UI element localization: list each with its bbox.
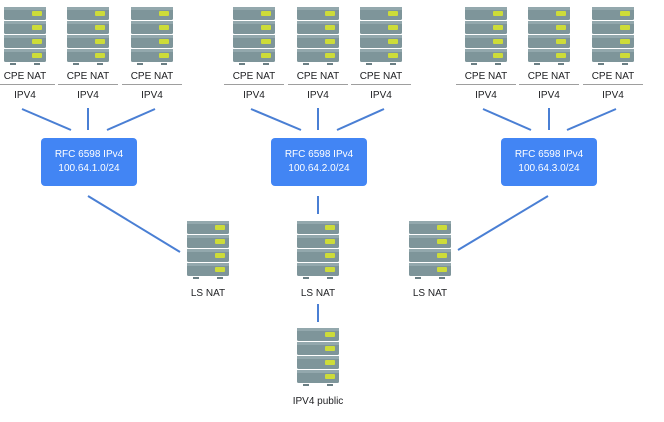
- server-icon: [131, 7, 173, 65]
- server-icon: [409, 221, 451, 279]
- server-icon: [67, 7, 109, 65]
- cpe-nat-label: CPE NAT: [58, 71, 118, 85]
- ls-nat-label: LS NAT: [300, 288, 336, 299]
- server-icon: [187, 221, 229, 279]
- ipv4-label: IPV4: [475, 90, 497, 101]
- rfc6598-subnet-box: RFC 6598 IPv4 100.64.3.0/24: [501, 138, 597, 186]
- cpe-link-line: [482, 108, 532, 131]
- cpe-server: [528, 7, 570, 65]
- cpe-server: [465, 7, 507, 65]
- ipv4-label: IPV4: [370, 90, 392, 101]
- server-icon: [465, 7, 507, 65]
- box-to-lsnat-line: [87, 195, 181, 253]
- rfc-subnet: 100.64.1.0/24: [58, 163, 120, 174]
- cpe-nat-label: CPE NAT: [0, 71, 55, 85]
- rfc-subnet: 100.64.3.0/24: [518, 163, 580, 174]
- rfc-title: RFC 6598 IPv4: [284, 149, 354, 160]
- cpe-nat-label: CPE NAT: [288, 71, 348, 85]
- cpe-link-line: [250, 108, 302, 131]
- box-to-lsnat-line: [457, 195, 549, 251]
- connection-lines: [21, 108, 617, 322]
- cpe-nat-label: CPE NAT: [122, 71, 182, 85]
- server-icon: [360, 7, 402, 65]
- cpe-server: [592, 7, 634, 65]
- ipv4-label: IPV4: [602, 90, 624, 101]
- ipv4-label: IPV4: [141, 90, 163, 101]
- cpe-link-line: [566, 108, 617, 131]
- rfc-title: RFC 6598 IPv4: [514, 149, 584, 160]
- server-icon: [528, 7, 570, 65]
- server-icon: [4, 7, 46, 65]
- cpe-nat-label: CPE NAT: [456, 71, 516, 85]
- ipv4-label: IPV4: [243, 90, 265, 101]
- cpe-nat-label: CPE NAT: [224, 71, 284, 85]
- cpe-nat-label: CPE NAT: [583, 71, 643, 85]
- cpe-link-line: [106, 108, 156, 131]
- cpe-server: [67, 7, 109, 65]
- server-icon: [297, 221, 339, 279]
- server-icon: [297, 328, 339, 386]
- ipv4-label: IPV4: [307, 90, 329, 101]
- ls-nat-server: [409, 221, 451, 279]
- cpe-server: [131, 7, 173, 65]
- ipv4-label: IPV4: [77, 90, 99, 101]
- rfc6598-subnet-box: RFC 6598 IPv4 100.64.2.0/24: [271, 138, 367, 186]
- cpe-server: [4, 7, 46, 65]
- cpe-nat-label: CPE NAT: [351, 71, 411, 85]
- cpe-link-line: [21, 108, 72, 131]
- ls-nat-label: LS NAT: [190, 288, 226, 299]
- ls-nat-server: [187, 221, 229, 279]
- ls-nat-server: [297, 221, 339, 279]
- ipv4-public-label: IPV4 public: [292, 396, 344, 407]
- ipv4-label: IPV4: [14, 90, 36, 101]
- cpe-server: [297, 7, 339, 65]
- server-icon: [233, 7, 275, 65]
- rfc6598-subnet-box: RFC 6598 IPv4 100.64.1.0/24: [41, 138, 137, 186]
- rfc-subnet: 100.64.2.0/24: [288, 163, 350, 174]
- ls-nat-label: LS NAT: [412, 288, 448, 299]
- ipv4-label: IPV4: [538, 90, 560, 101]
- public-server: [297, 328, 339, 386]
- cpe-server: [360, 7, 402, 65]
- cpe-nat-label: CPE NAT: [519, 71, 579, 85]
- server-icon: [297, 7, 339, 65]
- server-icon: [592, 7, 634, 65]
- cpe-server: [233, 7, 275, 65]
- rfc-title: RFC 6598 IPv4: [54, 149, 124, 160]
- cpe-link-line: [336, 108, 385, 131]
